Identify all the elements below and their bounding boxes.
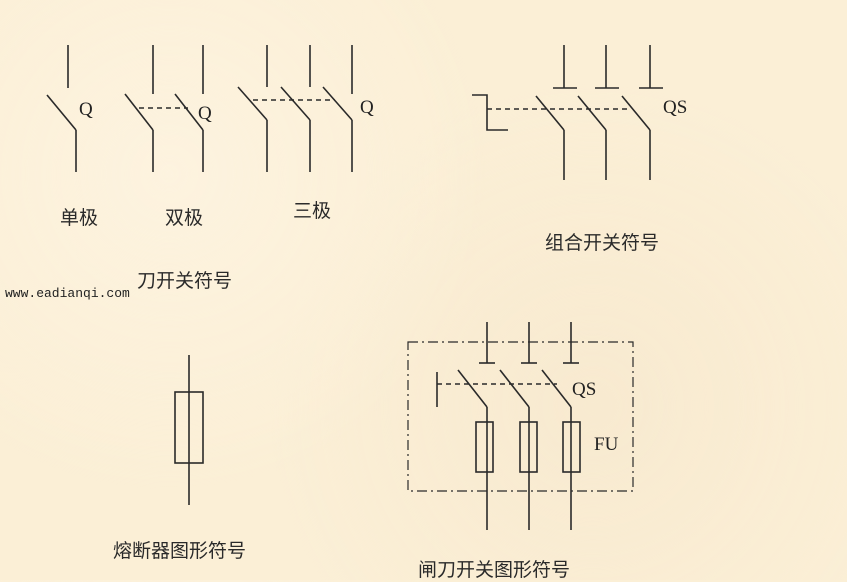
breaker-title: 闸刀开关图形符号: [418, 559, 571, 581]
single-pole-tag: Q: [79, 99, 93, 120]
watermark: www.eadianqi.com: [5, 286, 130, 301]
fuse-title: 熔断器图形符号: [113, 540, 247, 562]
fuse-symbol: [174, 355, 204, 505]
single-pole-label: 单极: [60, 207, 99, 229]
breaker-fuse-tag: FU: [594, 434, 619, 455]
disconnect-switch-with-fuses: [407, 322, 634, 530]
single-pole-knife-switch: [46, 45, 77, 172]
knife-switch-title: 刀开关符号: [137, 270, 233, 292]
triple-pole-knife-switch: [237, 45, 353, 172]
combo-switch-title: 组合开关符号: [545, 232, 660, 254]
triple-pole-label: 三极: [293, 200, 332, 222]
double-pole-knife-switch: [124, 45, 204, 172]
combination-switch: [472, 45, 663, 180]
combo-switch-tag: QS: [663, 97, 688, 118]
triple-pole-tag: Q: [360, 97, 374, 118]
breaker-switch-tag: QS: [572, 379, 597, 400]
double-pole-tag: Q: [198, 103, 212, 124]
double-pole-label: 双极: [165, 207, 204, 229]
